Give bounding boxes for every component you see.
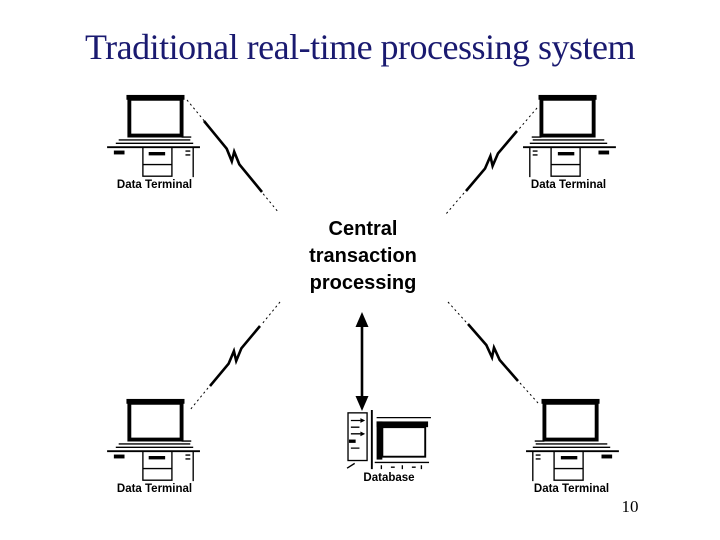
- disk-storage-icon: [345, 410, 433, 471]
- computer-terminal-icon: [520, 93, 617, 182]
- terminal-top-right: Data Terminal: [520, 93, 617, 191]
- terminal-top-left: Data Terminal: [106, 93, 203, 191]
- double-headed-arrow: [355, 312, 369, 411]
- terminal-label: Data Terminal: [116, 179, 193, 191]
- database-label: Database: [363, 472, 415, 484]
- lightning-connector-bottom-right: [447, 301, 539, 404]
- database-group: Database: [344, 410, 434, 484]
- central-processing-line: transaction: [309, 245, 417, 267]
- terminal-label: Data Terminal: [530, 179, 607, 191]
- computer-terminal-icon: [523, 397, 620, 486]
- terminal-label: Data Terminal: [116, 483, 193, 495]
- computer-terminal-icon: [106, 397, 203, 486]
- lightning-connector-bottom-left: [189, 301, 281, 411]
- terminal-label: Data Terminal: [533, 483, 610, 495]
- computer-terminal-icon: [106, 93, 203, 182]
- slide-title: Traditional real-time processing system: [84, 27, 636, 67]
- page-number: 10: [621, 497, 639, 516]
- central-processing-line: Central: [328, 218, 398, 240]
- terminal-bottom-left: Data Terminal: [106, 397, 203, 495]
- central-processing-line: processing: [309, 272, 417, 294]
- terminal-bottom-right: Data Terminal: [523, 397, 620, 495]
- central-processing-label: Central transaction processing: [288, 216, 438, 297]
